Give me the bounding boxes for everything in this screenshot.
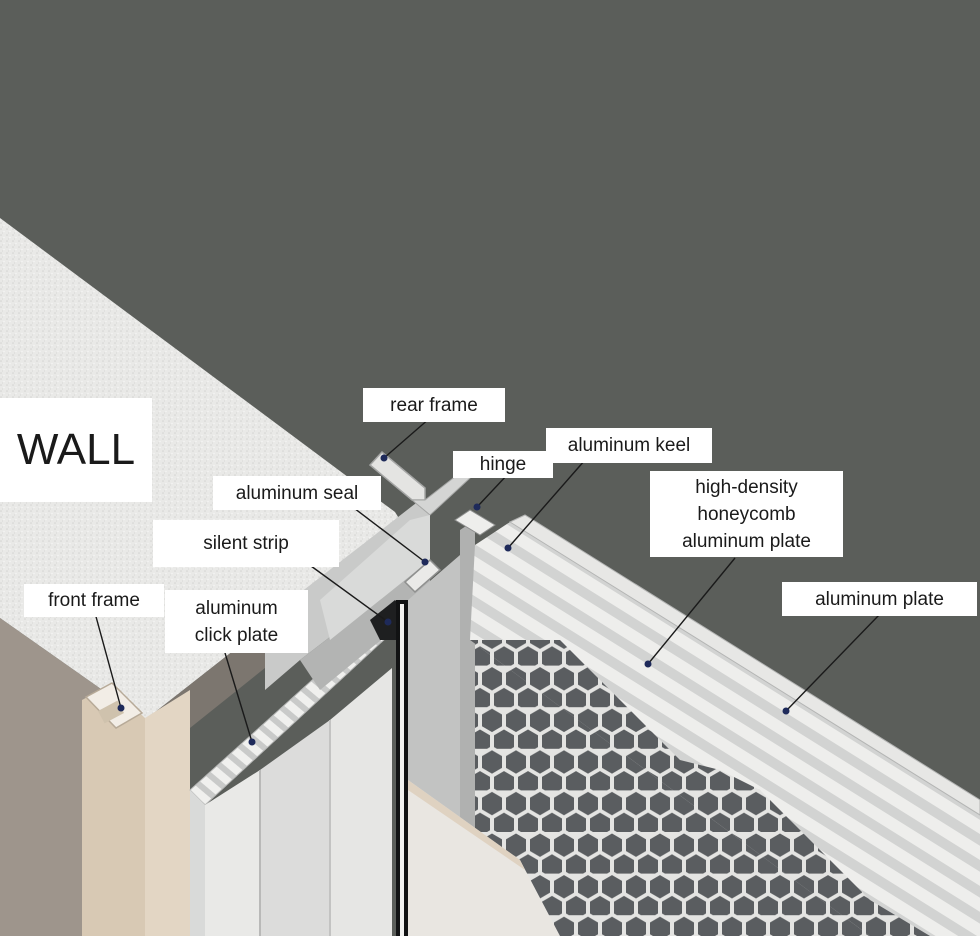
label-aluminum-seal: aluminum seal [213, 476, 381, 510]
marker-dot [782, 707, 790, 715]
door-leaf-bottom-face [408, 780, 560, 936]
leader-honeycomb-plate [647, 557, 736, 665]
label-silent-strip: silent strip [153, 520, 339, 567]
marker-dot [421, 558, 429, 566]
leader-aluminum-plate [785, 613, 881, 712]
leader-click-plate [224, 652, 253, 743]
label-front-frame: front frame [24, 584, 164, 617]
marker-dot [504, 544, 512, 552]
leader-lines [94, 417, 881, 743]
leader-front-frame [94, 612, 122, 709]
front-frame [82, 682, 190, 936]
silent-strip-and-seal [370, 558, 442, 936]
marker-dots [117, 454, 790, 746]
label-aluminum-keel: aluminum keel [546, 428, 712, 463]
marker-dot [384, 618, 392, 626]
label-rear-frame: rear frame [363, 388, 505, 422]
marker-dot [117, 704, 125, 712]
honeycomb-aluminum-plate-top [470, 514, 980, 936]
leader-aluminum-seal [349, 504, 426, 563]
marker-dot [473, 503, 481, 511]
marker-dot [248, 738, 256, 746]
marker-dot [380, 454, 388, 462]
leader-rear-frame [383, 417, 431, 459]
label-click-plate: aluminum click plate [165, 590, 308, 653]
leader-hinge [476, 473, 509, 508]
label-aluminum-plate: aluminum plate [782, 582, 977, 616]
leader-silent-strip [299, 557, 389, 623]
wall-label: WALL [0, 398, 152, 502]
label-hinge: hinge [453, 451, 553, 478]
leader-aluminum-keel [507, 459, 586, 549]
label-honeycomb-plate: high-density honeycomb aluminum plate [650, 471, 843, 557]
marker-dot [644, 660, 652, 668]
